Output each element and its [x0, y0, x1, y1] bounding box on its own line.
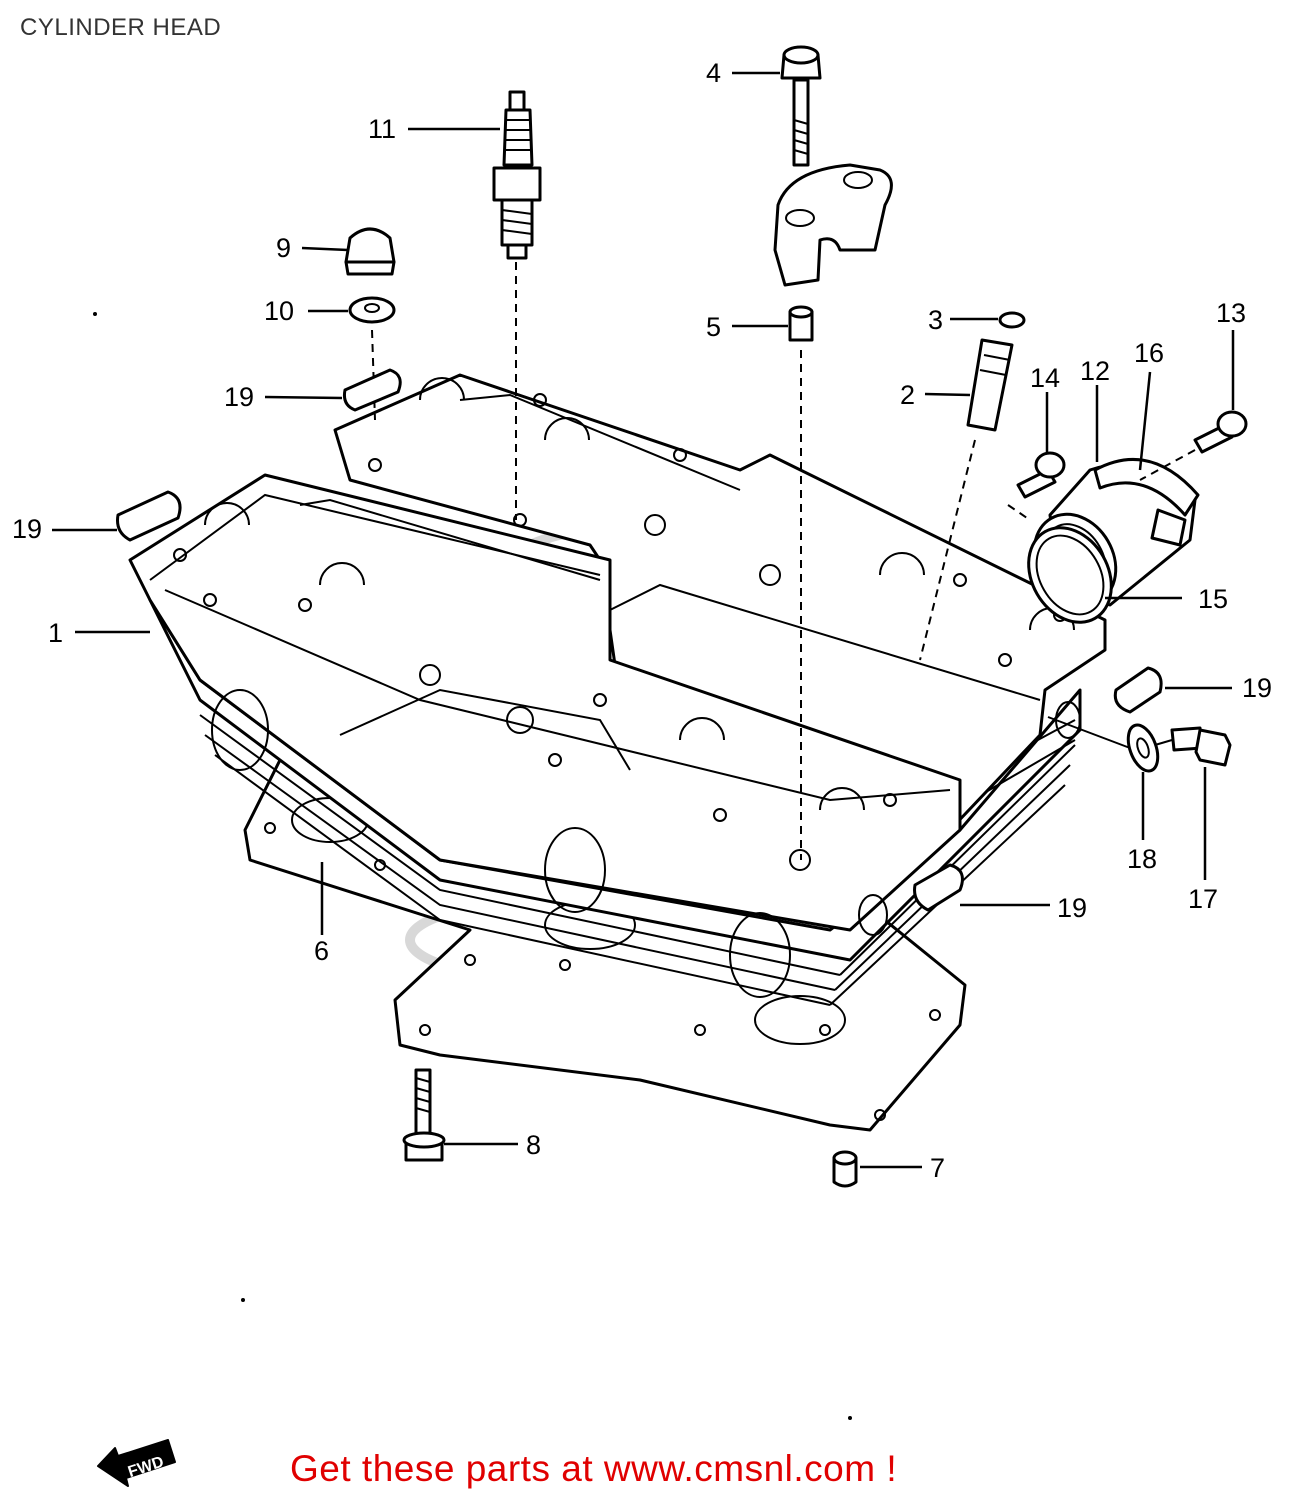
screw-13: [1193, 410, 1248, 454]
bolt-8: [402, 1068, 446, 1162]
callout-5: 5: [706, 312, 721, 342]
dowel-5: [788, 305, 814, 342]
callout-2: 2: [900, 380, 915, 410]
screw-14: [1016, 451, 1066, 499]
callout-9: 9: [276, 233, 291, 263]
callout-18: 18: [1127, 844, 1157, 874]
callout-19-top: 19: [224, 382, 254, 412]
callout-3: 3: [928, 305, 943, 335]
fitting-2: [966, 338, 1014, 432]
forward-arrow-icon: FWD: [97, 1439, 176, 1487]
cap-nut-axis-line: [371, 329, 376, 421]
plug-bolt-17: [1170, 726, 1232, 767]
callout-16: 16: [1134, 338, 1164, 368]
o-ring-3: [998, 311, 1026, 329]
callout-14: 14: [1030, 363, 1060, 393]
callout-15: 15: [1198, 584, 1228, 614]
dowel-pin-7: [832, 1150, 858, 1188]
callout-8: 8: [526, 1130, 541, 1160]
callout-19-bottom: 19: [1057, 893, 1087, 923]
fitting-axis-line: [919, 439, 976, 661]
o-ring-15: [1027, 526, 1113, 624]
clamp-16: [1093, 457, 1200, 547]
cylinder-head-body: [128, 373, 1107, 1006]
callout-7: 7: [930, 1153, 945, 1183]
washer-10: [348, 296, 396, 324]
callout-19-left: 19: [12, 514, 42, 544]
callout-17: 17: [1188, 884, 1218, 914]
callout-11: 11: [368, 114, 396, 144]
rubber-plug-19-bottom: [913, 863, 964, 912]
page-title: CYLINDER HEAD: [20, 14, 222, 41]
leader-lines: [52, 71, 1235, 1169]
callout-19-right: 19: [1242, 673, 1272, 703]
spark-plug-11: [492, 90, 542, 260]
screw-13-axis-line: [1139, 449, 1196, 481]
callout-10: 10: [264, 296, 294, 326]
rubber-plug-19-top: [343, 368, 402, 412]
callout-13: 13: [1216, 298, 1246, 328]
bolt-4: [780, 45, 822, 167]
callout-1: 1: [48, 618, 63, 648]
footer-parts-link[interactable]: Get these parts at www.cmsnl.com !: [290, 1448, 898, 1489]
screw-14-axis-line: [1007, 504, 1031, 521]
rubber-plug-19-left: [116, 490, 182, 542]
cap-nut-9: [344, 227, 396, 276]
callout-12: 12: [1080, 356, 1110, 386]
scan-specks: [93, 312, 852, 1420]
washer-18: [1126, 723, 1160, 773]
callout-labels: 1 2 3 4 5 6 7 8 9 10 11 12 13 14 15 16 1…: [12, 58, 1272, 1183]
cam-cap: [773, 163, 893, 287]
rubber-plug-19-right: [1113, 666, 1163, 714]
callout-6: 6: [314, 936, 329, 966]
callout-4: 4: [706, 58, 721, 88]
